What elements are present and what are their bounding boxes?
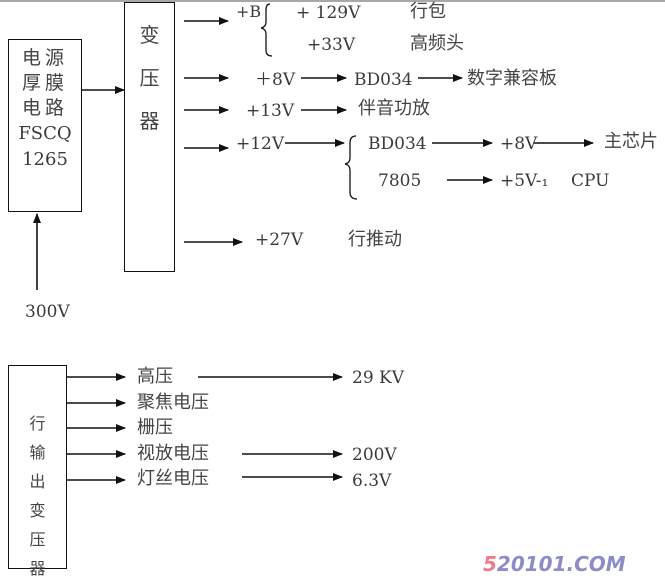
transformer-char-3: 器 — [139, 109, 160, 133]
v12-target-1: 主芯片 — [604, 131, 658, 152]
input-voltage-label: 300V — [25, 302, 70, 322]
v8-regulator: BD034 — [354, 70, 413, 90]
v13-target: 伴音功放 — [358, 98, 430, 119]
top-border — [0, 0, 665, 2]
fbt-out-focus: 聚焦电压 — [137, 392, 209, 413]
brace-b-plus — [260, 3, 273, 57]
pwm-line-2: 厚膜 — [21, 72, 68, 94]
v12-regulator-2: 7805 — [378, 171, 422, 191]
v27-label: +27V — [255, 230, 304, 250]
fbt-out-heater-value: 6.3V — [352, 471, 392, 491]
fbt-out-heater: 灯丝电压 — [137, 468, 209, 489]
b-plus-129v-target: 行包 — [410, 1, 446, 22]
b-plus-129v: + 129V — [296, 3, 361, 23]
v8-target: 数字兼容板 — [467, 68, 557, 89]
watermark-logo: 520101.COM — [483, 552, 626, 576]
v12-out-1: +8V — [500, 134, 538, 154]
pwm-block: 电源 厚膜 电路 FSCQ 1265 — [8, 39, 82, 212]
pwm-chip-number: 1265 — [22, 149, 68, 170]
pwm-line-1: 电源 — [21, 47, 68, 69]
transformer-char-1: 变 — [139, 23, 160, 47]
b-plus-33v-target: 高频头 — [410, 33, 464, 54]
b-plus-label: +B — [236, 2, 262, 21]
fbt-char-5: 压 — [29, 530, 46, 549]
v27-target: 行推动 — [348, 229, 402, 250]
watermark-prefix: 5 — [483, 552, 497, 576]
brace-12v — [344, 135, 358, 200]
fbt-out-hv: 高压 — [137, 366, 173, 387]
flyback-transformer-block: 行 输 出 变 压 器 — [8, 365, 67, 578]
fbt-out-hv-value: 29 KV — [352, 368, 405, 388]
pwm-line-3: 电路 — [21, 97, 68, 119]
fbt-char-2: 输 — [29, 443, 46, 462]
transformer-block: 变 压 器 — [124, 2, 175, 272]
fbt-char-4: 变 — [29, 501, 46, 520]
v12-target-2: CPU — [571, 171, 610, 191]
fbt-out-grid: 栅压 — [137, 417, 173, 438]
v13-label: +13V — [246, 101, 295, 121]
fbt-char-6: 器 — [29, 559, 46, 578]
b-plus-33v: +33V — [307, 35, 356, 55]
v8-label: ＋8V — [255, 70, 296, 90]
pwm-chip-model: FSCQ — [18, 123, 72, 144]
v12-out-2: +5V-₁ — [500, 171, 549, 191]
fbt-out-video-value: 200V — [352, 445, 397, 465]
v12-label: +12V — [236, 134, 285, 154]
watermark-rest: 20101.COM — [496, 552, 626, 576]
v12-regulator-1: BD034 — [368, 134, 427, 154]
fbt-char-3: 出 — [29, 472, 46, 491]
fbt-out-video: 视放电压 — [137, 443, 209, 464]
fbt-char-1: 行 — [29, 414, 46, 433]
transformer-char-2: 压 — [139, 66, 160, 90]
